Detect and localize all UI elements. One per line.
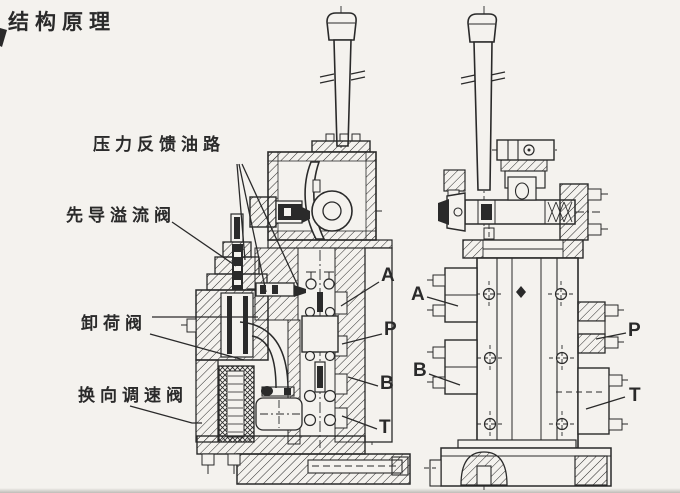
- lower-left-section: [195, 321, 303, 443]
- return-spring: [218, 365, 255, 443]
- side-plug: [249, 196, 310, 228]
- port-b-right-view: B: [413, 360, 427, 381]
- unloading-elbow: [239, 321, 289, 391]
- leader-lines: [129, 163, 627, 430]
- upper-housing: [249, 151, 377, 241]
- port-t-left-view: T: [379, 417, 391, 438]
- port-b-left-view: B: [380, 373, 394, 394]
- feedback-needle: [247, 282, 306, 297]
- hand-lever-right: [460, 13, 506, 191]
- port-p-right-view: P: [628, 320, 641, 341]
- port-a-right-view: A: [411, 284, 425, 305]
- page-title: 结构原理: [8, 11, 116, 34]
- main-spool: [301, 271, 339, 427]
- port-p-left-view: P: [384, 319, 397, 340]
- base-plate-left: [196, 435, 411, 485]
- base-flange-right: [424, 439, 612, 487]
- speed-valve-chamber: [255, 386, 303, 431]
- front-section-view: [181, 6, 411, 485]
- port-blocks-left: [427, 267, 478, 395]
- cutoff-character-fragment: [0, 28, 7, 47]
- label-unloading-valve: 卸荷阀: [81, 314, 147, 333]
- bolt-holes: [476, 281, 575, 437]
- top-cap: [311, 133, 371, 153]
- side-view: [424, 6, 628, 490]
- label-directional-speed-valve: 换向调速阀: [78, 386, 188, 405]
- cam-plate: [304, 161, 326, 240]
- port-a-left-view: A: [381, 265, 395, 286]
- scan-edge-shadow: [0, 488, 680, 493]
- hand-lever-left: [319, 12, 366, 147]
- linkage-assembly: [438, 169, 608, 246]
- port-t-right-view: T: [629, 385, 641, 406]
- label-pressure-feedback-circuit: 压力反馈油路: [93, 135, 225, 154]
- body-top-plate: [462, 239, 584, 259]
- side-view-body: [476, 257, 579, 449]
- port-blocks-right: [556, 301, 628, 435]
- label-pilot-relief-valve: 先导溢流阀: [66, 206, 176, 225]
